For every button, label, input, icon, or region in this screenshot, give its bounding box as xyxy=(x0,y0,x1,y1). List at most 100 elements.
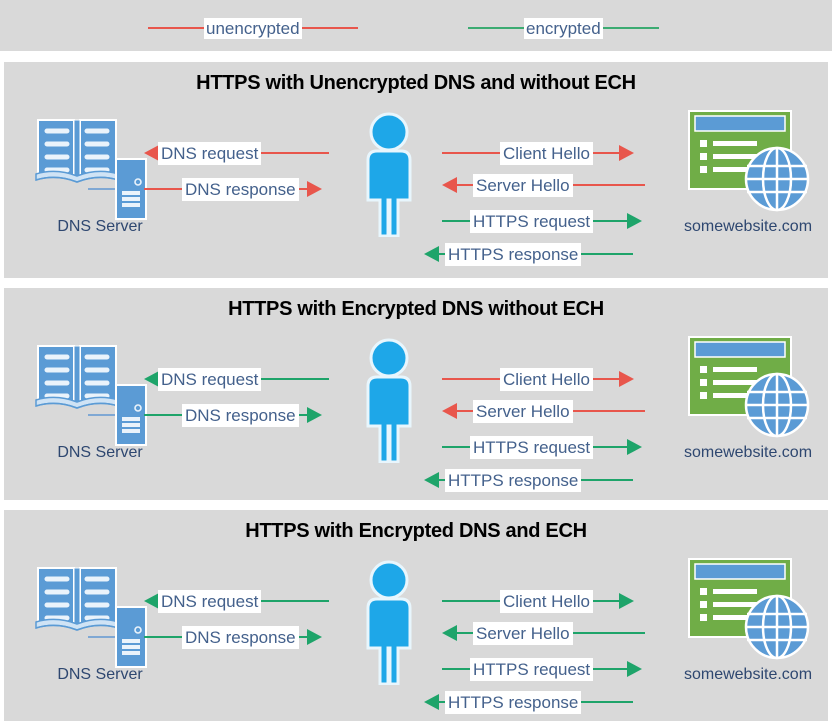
book-icon xyxy=(34,340,120,412)
website-label: somewebsite.com xyxy=(683,666,813,683)
flow-line-icon xyxy=(442,668,470,670)
arrowhead-right-icon xyxy=(618,145,634,161)
flow-web-0: Client Hello xyxy=(442,589,634,613)
flow-line-icon xyxy=(581,253,634,255)
arrowhead-right-icon xyxy=(306,629,322,645)
flow-line-icon xyxy=(298,636,308,638)
flow-line-icon xyxy=(581,479,634,481)
flow-line-icon xyxy=(438,479,445,481)
website-node: somewebsite.com xyxy=(672,558,824,708)
legend-line-icon xyxy=(602,27,659,29)
panel-title: HTTPS with Unencrypted DNS and without E… xyxy=(196,72,636,94)
server-cable-icon xyxy=(88,636,118,638)
flow-label: HTTPS response xyxy=(445,468,582,492)
flow-label: Client Hello xyxy=(500,589,593,613)
flow-line-icon xyxy=(593,668,629,670)
flow-line-icon xyxy=(442,220,470,222)
flow-line-icon xyxy=(261,600,330,602)
dns-server-node: DNS Server xyxy=(30,560,170,705)
flow-line-icon xyxy=(456,632,473,634)
arrowhead-left-icon xyxy=(442,177,457,193)
flow-line-icon xyxy=(298,188,308,190)
flow-dns-1: DNS response xyxy=(144,625,322,649)
arrowhead-left-icon xyxy=(424,472,439,488)
flow-line-icon xyxy=(456,410,473,412)
arrowhead-left-icon xyxy=(424,246,439,262)
flow-line-icon xyxy=(144,414,182,416)
panel-unencrypted-dns: HTTPS with Unencrypted DNS and without E… xyxy=(4,62,828,278)
flow-label: HTTPS request xyxy=(470,657,594,681)
flow-label: Client Hello xyxy=(500,367,593,391)
dns-server-label: DNS Server xyxy=(57,218,143,235)
flow-label: DNS request xyxy=(158,141,262,165)
legend: unencrypted encrypted xyxy=(0,0,832,51)
website-label: somewebsite.com xyxy=(683,218,813,235)
flow-dns-1: DNS response xyxy=(144,177,322,201)
flow-label: Server Hello xyxy=(473,399,573,423)
dns-server-label: DNS Server xyxy=(57,666,143,683)
globe-icon xyxy=(744,594,810,660)
globe-icon xyxy=(744,146,810,212)
flow-line-icon xyxy=(572,632,645,634)
arrowhead-left-icon xyxy=(144,145,159,161)
book-icon xyxy=(34,114,120,186)
arrowhead-left-icon xyxy=(442,403,457,419)
flow-web-1: Server Hello xyxy=(442,173,645,197)
server-tower-icon xyxy=(115,384,147,446)
legend-line-icon xyxy=(301,27,358,29)
legend-label: encrypted xyxy=(524,17,603,39)
flow-label: DNS response xyxy=(182,177,299,201)
server-cable-icon xyxy=(88,414,118,416)
globe-icon xyxy=(744,372,810,438)
flow-line-icon xyxy=(298,414,308,416)
flow-dns-0: DNS request xyxy=(144,141,330,165)
flow-line-icon xyxy=(592,600,620,602)
legend-item-encrypted: encrypted xyxy=(468,17,659,39)
arrowhead-left-icon xyxy=(144,371,159,387)
flow-line-icon xyxy=(593,220,629,222)
server-cable-icon xyxy=(88,188,118,190)
flow-web-1: Server Hello xyxy=(442,399,645,423)
panel-title: HTTPS with Encrypted DNS and ECH xyxy=(245,520,587,542)
dns-server-label: DNS Server xyxy=(57,444,143,461)
flow-web-3: HTTPS response xyxy=(424,468,634,492)
flow-label: DNS request xyxy=(158,367,262,391)
flow-label: Client Hello xyxy=(500,141,593,165)
user-person-icon xyxy=(356,560,422,686)
flow-web-3: HTTPS response xyxy=(424,242,634,266)
user-person-icon xyxy=(356,338,422,464)
flow-label: HTTPS response xyxy=(445,242,582,266)
flow-web-1: Server Hello xyxy=(442,621,645,645)
legend-item-unencrypted: unencrypted xyxy=(148,17,358,39)
arrowhead-right-icon xyxy=(627,213,643,229)
flow-line-icon xyxy=(261,152,330,154)
flow-web-2: HTTPS request xyxy=(442,435,643,459)
legend-label: unencrypted xyxy=(204,17,302,39)
flow-line-icon xyxy=(144,636,182,638)
legend-line-icon xyxy=(468,27,524,29)
flow-label: Server Hello xyxy=(473,173,573,197)
flow-label: HTTPS response xyxy=(445,690,582,714)
dns-server-node: DNS Server xyxy=(30,338,170,483)
user-person-icon xyxy=(356,112,422,238)
flow-line-icon xyxy=(261,378,330,380)
arrowhead-right-icon xyxy=(627,661,643,677)
flow-web-2: HTTPS request xyxy=(442,209,643,233)
flow-dns-0: DNS request xyxy=(144,367,330,391)
flow-label: HTTPS request xyxy=(470,435,594,459)
arrowhead-right-icon xyxy=(627,439,643,455)
server-tower-icon xyxy=(115,158,147,220)
flow-line-icon xyxy=(438,701,445,703)
flow-dns-1: DNS response xyxy=(144,403,322,427)
arrowhead-left-icon xyxy=(424,694,439,710)
flow-label: DNS response xyxy=(182,403,299,427)
flow-line-icon xyxy=(438,253,445,255)
arrowhead-right-icon xyxy=(618,371,634,387)
flow-line-icon xyxy=(592,378,620,380)
flow-line-icon xyxy=(572,184,645,186)
book-icon xyxy=(34,562,120,634)
panel-title: HTTPS with Encrypted DNS without ECH xyxy=(228,298,604,320)
flow-line-icon xyxy=(593,446,629,448)
flow-label: DNS response xyxy=(182,625,299,649)
